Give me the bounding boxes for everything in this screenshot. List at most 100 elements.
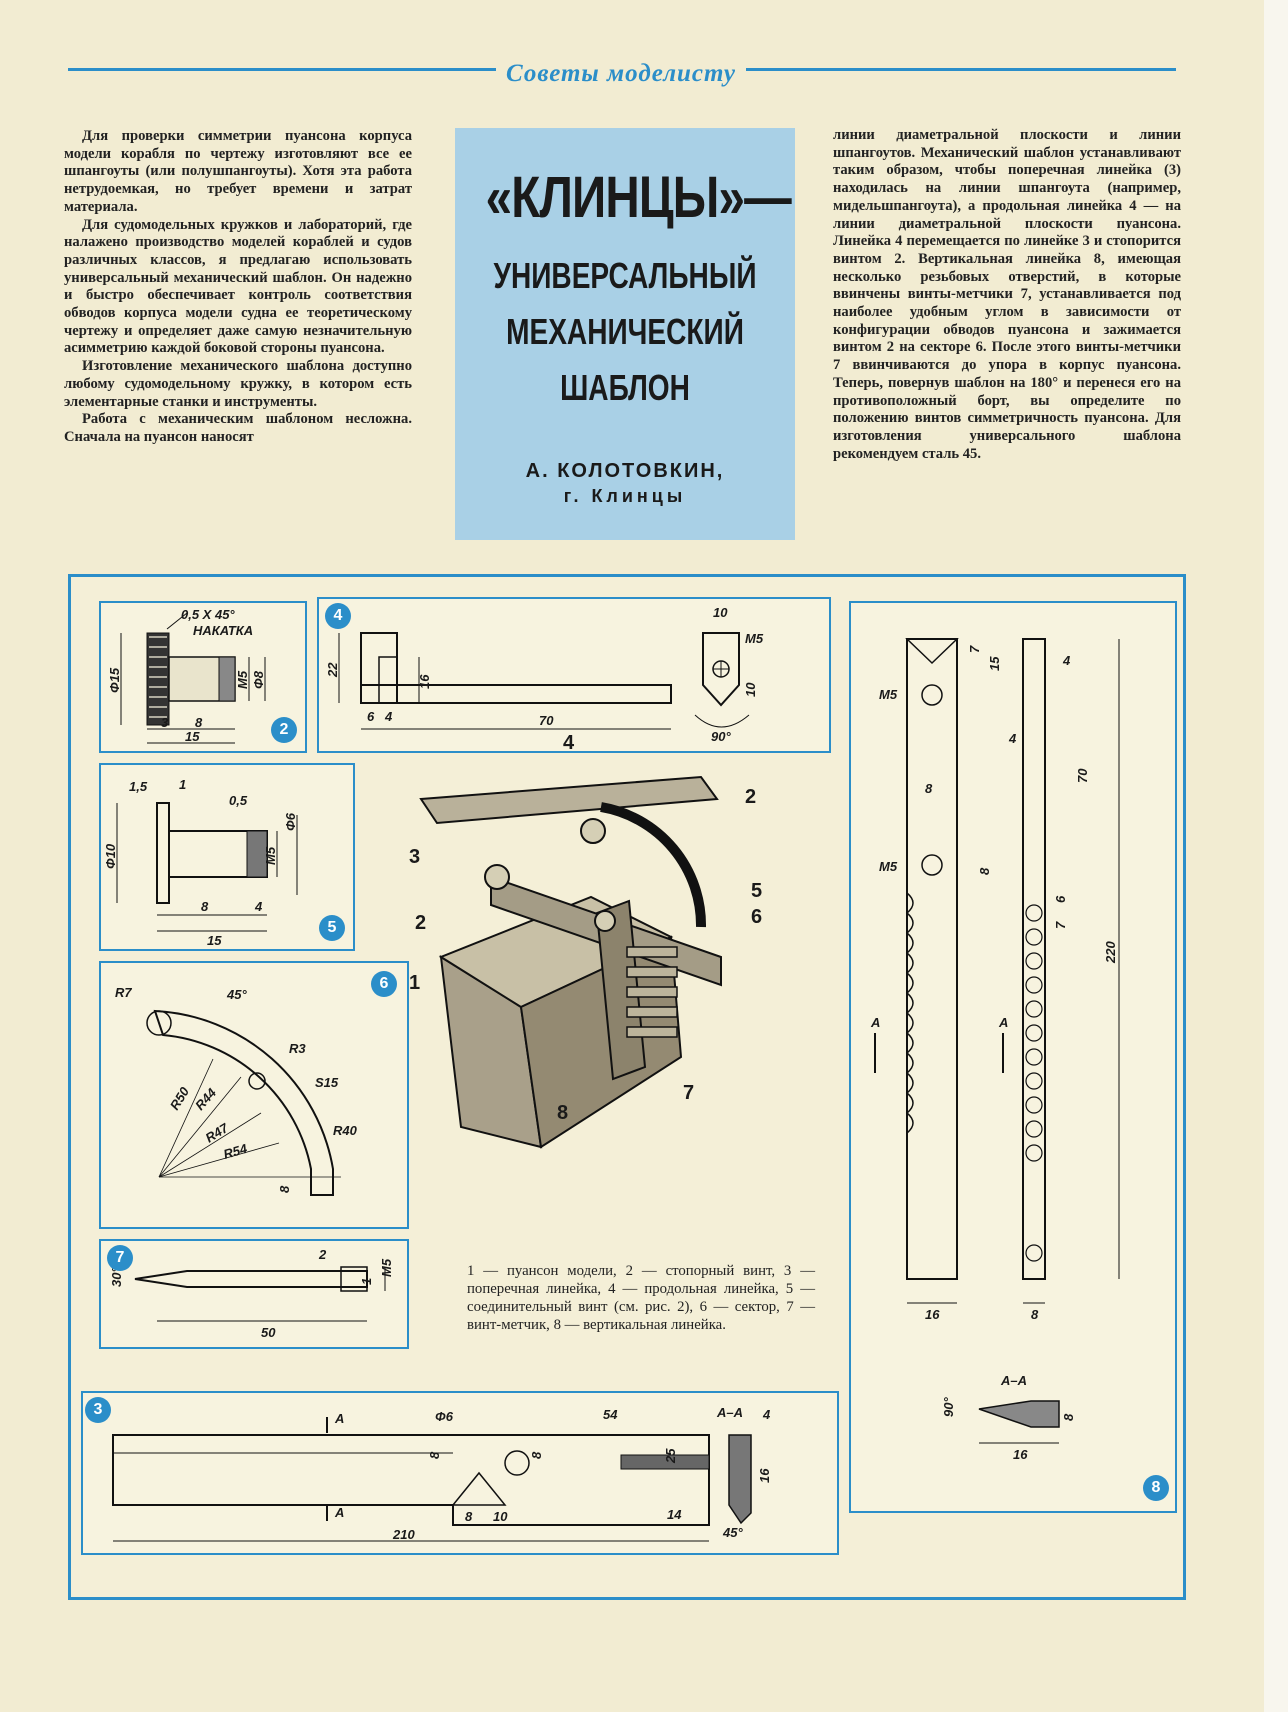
dim-16: 16 — [757, 1468, 772, 1483]
dim-4: 4 — [762, 1407, 771, 1422]
dim-45deg: 45° — [226, 987, 247, 1002]
dim-8-b: 8 — [529, 1451, 544, 1459]
dim-d15: Φ15 — [107, 667, 122, 693]
article-subtitle: УНИВЕРСАЛЬНЫЙ МЕХАНИЧЕСКИЙ ШАБЛОН — [492, 248, 757, 416]
dim-15: 15 — [207, 933, 222, 948]
dim-8-c: 8 — [1031, 1307, 1039, 1322]
dim-0-5: 0,5 — [229, 793, 248, 808]
dim-m5: M5 — [745, 631, 764, 646]
dim-4: 4 — [384, 709, 393, 724]
dim-m5-top: M5 — [879, 687, 898, 702]
dim-r40: R40 — [333, 1123, 358, 1138]
dim-r44: R44 — [192, 1085, 220, 1113]
figure-6-drawing: R7 45° R3 R50 R44 S15 R47 R54 R40 8 — [115, 985, 358, 1196]
figure-2-panel: 0,5 X 45° НАКАТКА Φ15 M5 Φ8 3 8 15 2 — [99, 601, 307, 753]
dim-chamfer: 0,5 X 45° — [181, 607, 235, 622]
section-title: Советы моделисту — [496, 60, 746, 88]
dim-m5: M5 — [263, 846, 278, 865]
dim-8-d: 8 — [1061, 1413, 1076, 1421]
dim-14: 14 — [667, 1507, 682, 1522]
dim-70: 70 — [539, 713, 554, 728]
figure-caption: 1 — пуансон модели, 2 — стопорный винт, … — [467, 1263, 815, 1333]
subtitle-line: ШАБЛОН — [560, 367, 690, 408]
section-aa: A–A — [716, 1405, 743, 1420]
dim-r50: R50 — [167, 1084, 193, 1113]
dim-90deg: 90° — [941, 1397, 956, 1417]
author: А. КОЛОТОВКИН, — [525, 460, 725, 482]
dim-4-mid: 4 — [1008, 731, 1017, 746]
paragraph: Изготовление механического шаблона досту… — [64, 358, 412, 410]
dim-3: 3 — [161, 715, 169, 730]
label-2-top: 2 — [745, 786, 756, 808]
figures-area: 0,5 X 45° НАКАТКА Φ15 M5 Φ8 3 8 15 2 — [68, 574, 1186, 1600]
dim-16: 16 — [417, 674, 432, 689]
dim-8-b: 8 — [977, 867, 992, 875]
section-aa: A–A — [1000, 1373, 1027, 1388]
label-1: 1 — [409, 972, 420, 994]
figure-badge: 4 — [325, 603, 351, 629]
dim-10: 10 — [493, 1509, 508, 1524]
subtitle-line: МЕХАНИЧЕСКИЙ — [506, 311, 744, 352]
figure-7-panel: 30° 2 1 M5 50 7 — [99, 1239, 409, 1349]
dim-50: 50 — [261, 1325, 276, 1340]
figure-4-panel: 22 16 6 4 70 10 M5 10 90° 4 — [317, 597, 831, 753]
dim-220: 220 — [1103, 941, 1118, 964]
figure-badge: 5 — [319, 915, 345, 941]
dim-7: 7 — [967, 645, 982, 653]
figure-badge: 8 — [1143, 1475, 1169, 1501]
author-city: г. Клинцы — [563, 486, 687, 506]
dim-d6: Φ6 — [435, 1409, 454, 1424]
label-3: 3 — [409, 846, 420, 868]
dim-d10: Φ10 — [103, 843, 118, 869]
dim-8: 8 — [195, 715, 203, 730]
dim-54: 54 — [603, 1407, 618, 1422]
dim-25: 25 — [663, 1448, 678, 1464]
dim-8: 8 — [277, 1185, 292, 1193]
dim-m5: M5 — [235, 670, 250, 689]
dim-22: 22 — [325, 662, 340, 678]
section-a-top: A — [334, 1411, 344, 1426]
figure-4-drawing: 22 16 6 4 70 10 M5 10 90° — [325, 605, 764, 744]
dim-r7: R7 — [115, 985, 132, 1000]
dim-90deg: 90° — [711, 729, 731, 744]
dim-16-b: 16 — [1013, 1447, 1028, 1462]
dim-r3: R3 — [289, 1041, 306, 1056]
dim-8-c: 8 — [465, 1509, 473, 1524]
label-2-left: 2 — [415, 912, 426, 934]
label-5: 5 — [751, 880, 762, 902]
dim-8-a: 8 — [925, 781, 933, 796]
dim-m5-bottom: M5 — [879, 859, 898, 874]
figure-8-panel: 7 15 4 M5 4 70 8 M5 8 6 7 220 A A 16 8 A… — [849, 601, 1177, 1513]
paragraph: Работа с механическим шаблоном несложна.… — [64, 411, 412, 445]
dim-d8: Φ8 — [251, 670, 266, 689]
dim-8: 8 — [201, 899, 209, 914]
figure-5-drawing: 1,5 1 0,5 Φ6 Φ10 M5 8 4 15 — [103, 777, 298, 948]
article-column-3: линии диаметральной плоскости и линии шп… — [833, 127, 1181, 463]
dim-2: 2 — [318, 1247, 327, 1262]
section-a-right: A — [998, 1015, 1008, 1030]
label-8: 8 — [557, 1102, 568, 1124]
subtitle-line: УНИВЕРСАЛЬНЫЙ — [493, 255, 757, 296]
label-6: 6 — [751, 906, 762, 928]
dim-7-b: 7 — [1053, 921, 1068, 929]
dim-r54: R54 — [222, 1141, 250, 1162]
dim-d6: Φ6 — [283, 812, 298, 831]
dim-16: 16 — [925, 1307, 940, 1322]
page-edge — [1264, 0, 1288, 1712]
dim-r47: R47 — [203, 1120, 232, 1146]
figure-2-drawing: 0,5 X 45° НАКАТКА Φ15 M5 Φ8 3 8 15 — [107, 607, 266, 744]
paragraph: линии диаметральной плоскости и линии шп… — [833, 127, 1181, 462]
dim-10-top: 10 — [713, 605, 728, 620]
dim-1-5: 1,5 — [129, 779, 148, 794]
dim-4: 4 — [254, 899, 263, 914]
label-4: 4 — [563, 732, 575, 754]
dim-m5: M5 — [379, 1258, 394, 1277]
figure-badge: 7 — [107, 1245, 133, 1271]
dim-8-a: 8 — [427, 1451, 442, 1459]
dim-15: 15 — [987, 656, 1002, 671]
dim-6: 6 — [367, 709, 375, 724]
paragraph: Для судомодельных кружков и лабораторий,… — [64, 216, 412, 357]
dim-4-top: 4 — [1062, 653, 1071, 668]
figure-badge: 3 — [85, 1397, 111, 1423]
dim-6: 6 — [1053, 895, 1068, 903]
